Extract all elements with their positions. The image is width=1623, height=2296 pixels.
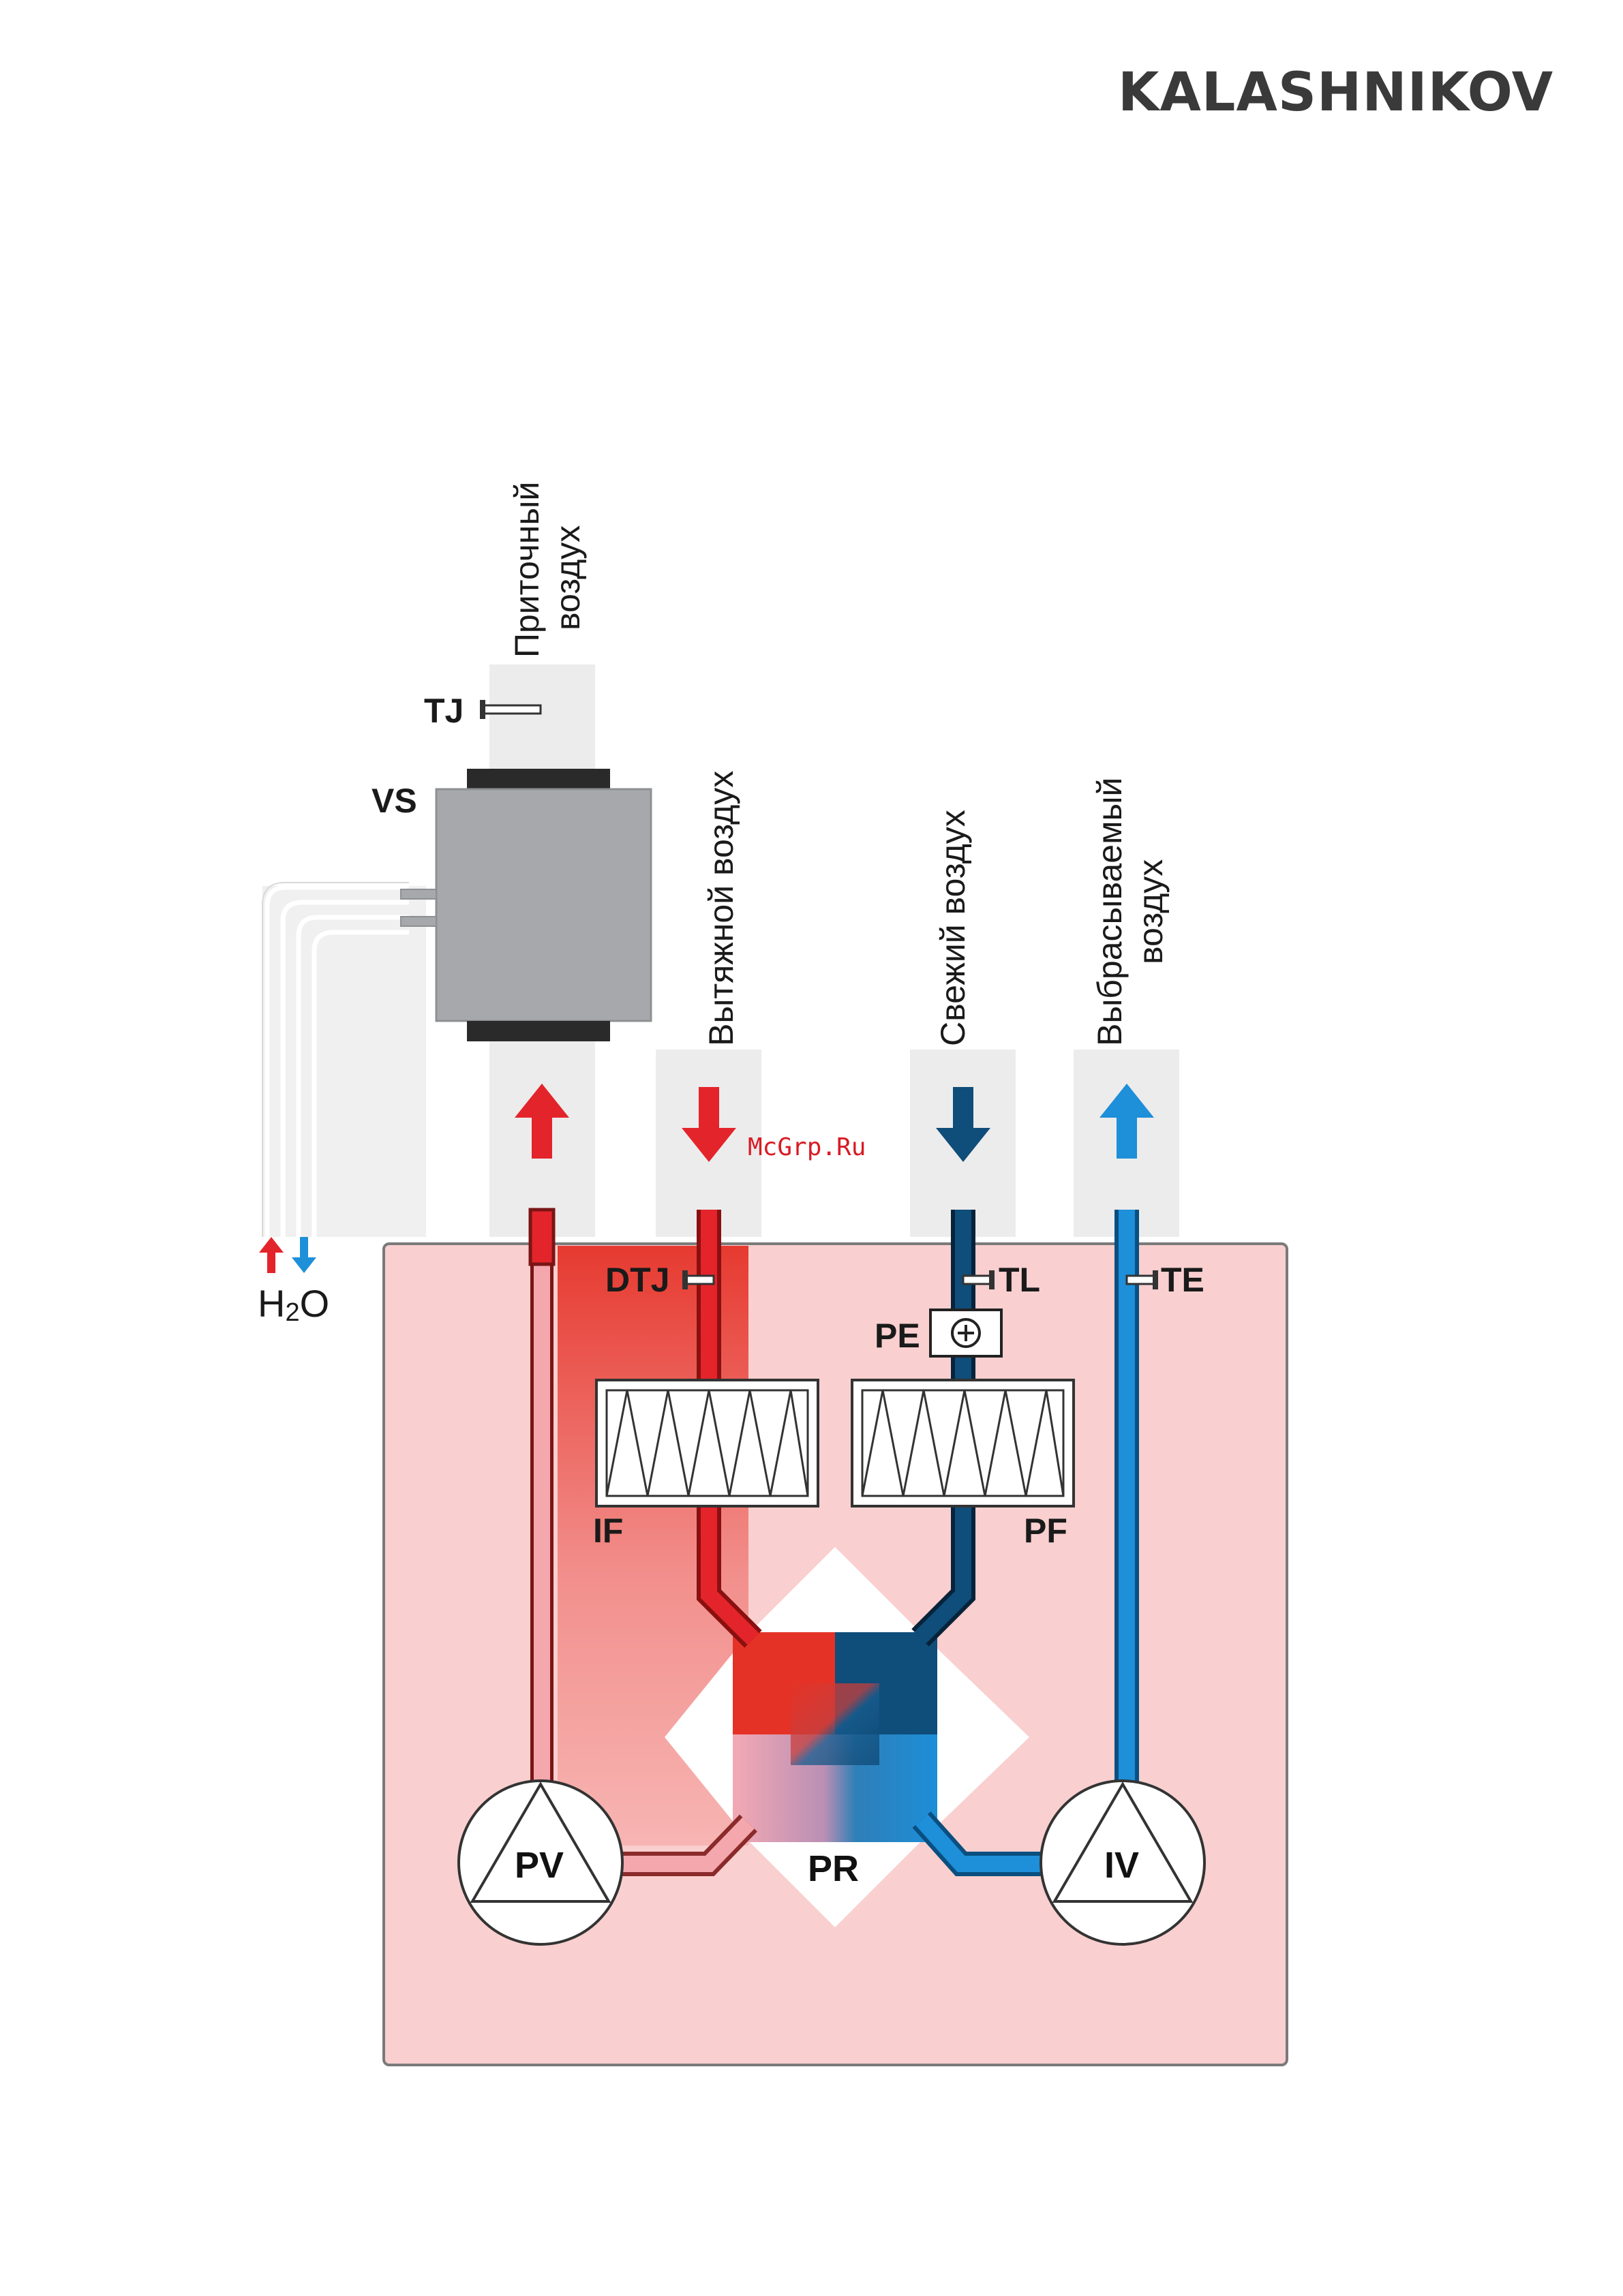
extract-air-label: Вытяжной воздух: [702, 771, 740, 1046]
arrow-down-icon: [292, 1237, 316, 1273]
pr-label: PR: [808, 1848, 859, 1889]
filter-if: [596, 1380, 818, 1506]
watermark: McGrp.Ru: [748, 1133, 866, 1161]
sensor-tj-cap: [480, 700, 485, 719]
supply-air-label-2: воздух: [549, 525, 587, 630]
if-label: IF: [593, 1512, 623, 1550]
water-pipes-panel: [262, 886, 426, 1237]
arrow-up-icon: [259, 1237, 284, 1273]
preheater-pe: [930, 1310, 1001, 1356]
exhaust-air-label-1: Выбрасываемый: [1091, 778, 1129, 1046]
heater-connector-1: [401, 889, 436, 899]
sensor-tj: [483, 705, 541, 714]
supply-air-label-1: Приточный: [508, 482, 546, 658]
tl-label: TL: [999, 1261, 1040, 1299]
supply-duct-top: [489, 664, 595, 770]
tj-label: TJ: [424, 692, 464, 730]
pf-label: PF: [1024, 1512, 1067, 1550]
water-label-o: O: [300, 1282, 330, 1325]
exhaust-air-label-2: воздух: [1132, 859, 1170, 964]
pe-label: PE: [875, 1317, 920, 1355]
filter-pf: [852, 1380, 1074, 1506]
heater-vs-body: [436, 789, 651, 1021]
brand-logo: KALASHNIKOV: [1118, 62, 1553, 123]
water-label: H2O: [258, 1282, 329, 1327]
heater-vs-flange-top: [467, 769, 610, 789]
vs-label: VS: [371, 782, 417, 820]
heater-connector-2: [401, 917, 436, 926]
te-label: TE: [1161, 1261, 1204, 1299]
iv-label: IV: [1104, 1845, 1139, 1886]
water-label-h: H: [258, 1282, 285, 1325]
heater-vs-flange-bottom: [467, 1021, 610, 1041]
pv-label: PV: [515, 1845, 564, 1886]
supply-pipe-top: [530, 1210, 553, 1264]
water-label-sub: 2: [285, 1298, 299, 1327]
dtj-label: DTJ: [605, 1261, 669, 1299]
fresh-air-label: Свежий воздух: [934, 810, 972, 1046]
